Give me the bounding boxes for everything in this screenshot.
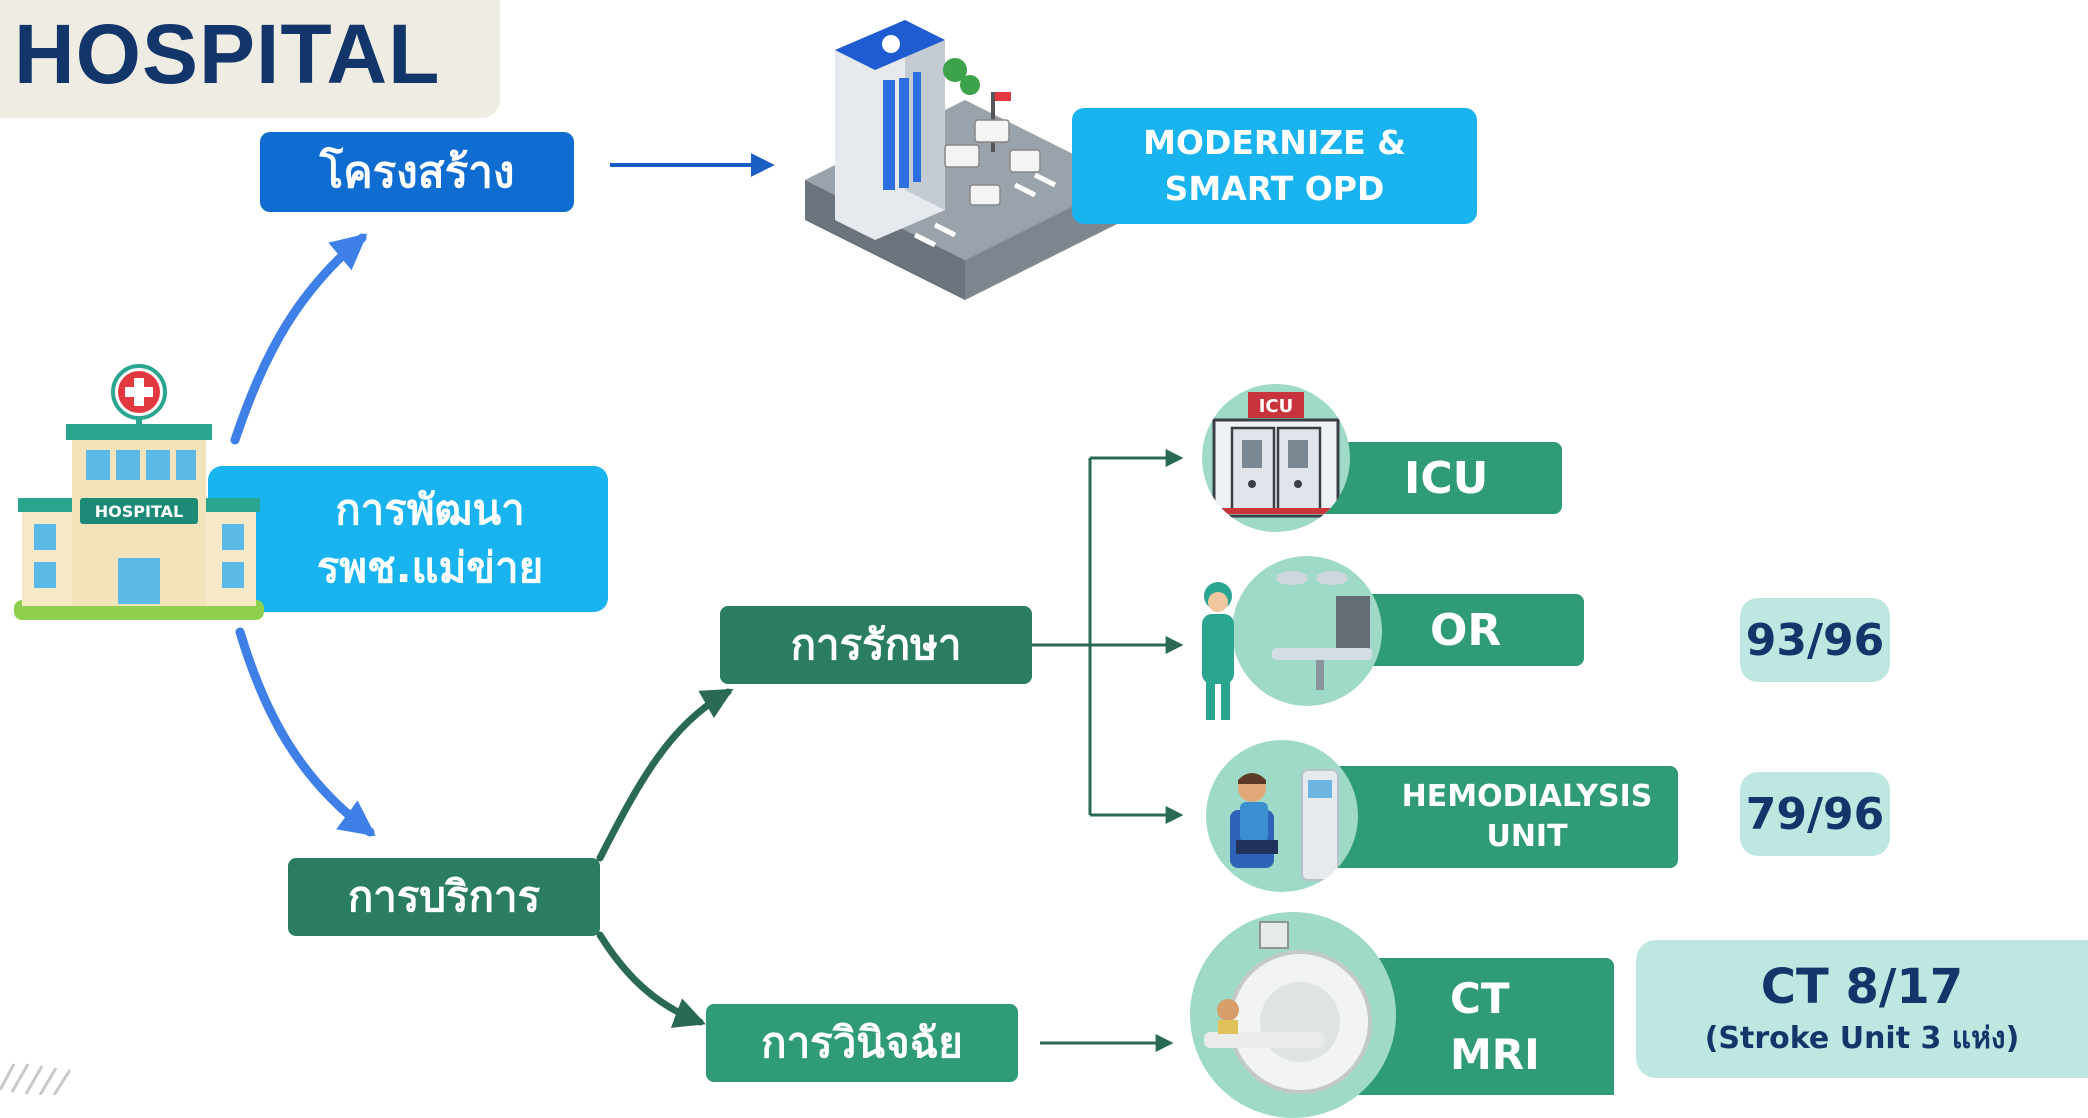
dialysis-patient-icon xyxy=(1230,769,1339,881)
surgeon-figure-icon xyxy=(1202,582,1234,720)
arrow-service-to-diagnosis xyxy=(596,931,706,1028)
hemodialysis-node: HEMODIALYSIS UNIT xyxy=(1328,766,1678,868)
ctmri-line2: MRI xyxy=(1450,1029,1540,1079)
ctmri-score-badge: CT 8/17 (Stroke Unit 3 แห่ง) xyxy=(1636,940,2088,1078)
hospital-sign-text: HOSPITAL xyxy=(95,502,183,521)
or-score-badge: 93/96 xyxy=(1740,598,1890,682)
hub-label-line1: การพัฒนา xyxy=(335,485,525,534)
icu-sign-text: ICU xyxy=(1259,396,1294,417)
treatment-node: การรักษา xyxy=(720,606,1032,684)
hub-node: การพัฒนา รพช.แม่ข่าย xyxy=(208,466,608,612)
diagnosis-node: การวินิจฉัย xyxy=(706,1004,1018,1082)
modernize-line2: SMART OPD xyxy=(1164,169,1385,208)
hemodialysis-line2: UNIT xyxy=(1486,819,1568,854)
ctmri-score-sub: (Stroke Unit 3 แห่ง) xyxy=(1704,1021,2020,1056)
or-score-value: 93/96 xyxy=(1745,614,1885,666)
ctmri-line1: CT xyxy=(1450,973,1510,1023)
arrow-hub-to-structure xyxy=(230,233,368,445)
or-node: OR xyxy=(1362,594,1584,666)
title-card: HOSPITAL xyxy=(0,0,500,118)
mri-scanner-icon xyxy=(1204,921,1372,1094)
or-illustration xyxy=(1232,556,1382,706)
treatment-branch-line xyxy=(1032,458,1092,815)
hub-label-line2: รพช.แม่ข่าย xyxy=(316,543,544,592)
hemodialysis-line1: HEMODIALYSIS xyxy=(1401,779,1653,814)
icu-door-icon: ICU xyxy=(1212,392,1340,518)
hospital-building-icon: HOSPITAL xyxy=(14,364,264,620)
modernize-line1: MODERNIZE & xyxy=(1143,123,1406,162)
corner-hatch xyxy=(0,1063,72,1095)
ctmri-illustration xyxy=(1190,912,1396,1118)
service-node: การบริการ xyxy=(288,858,600,936)
hemodialysis-score-value: 79/96 xyxy=(1745,788,1885,840)
modernize-node: MODERNIZE & SMART OPD xyxy=(1072,108,1477,224)
arrow-service-to-treatment xyxy=(596,688,734,862)
connector-layer xyxy=(0,153,1184,1095)
structure-node: โครงสร้าง xyxy=(260,132,574,212)
hemodialysis-score-badge: 79/96 xyxy=(1740,772,1890,856)
arrow-hub-to-service xyxy=(235,627,376,837)
icu-illustration: ICU xyxy=(1202,384,1350,532)
ctmri-score-main: CT 8/17 xyxy=(1760,959,1964,1015)
hemodialysis-illustration xyxy=(1206,740,1358,892)
operating-room-icon xyxy=(1272,571,1372,690)
page-title: HOSPITAL xyxy=(14,7,441,101)
